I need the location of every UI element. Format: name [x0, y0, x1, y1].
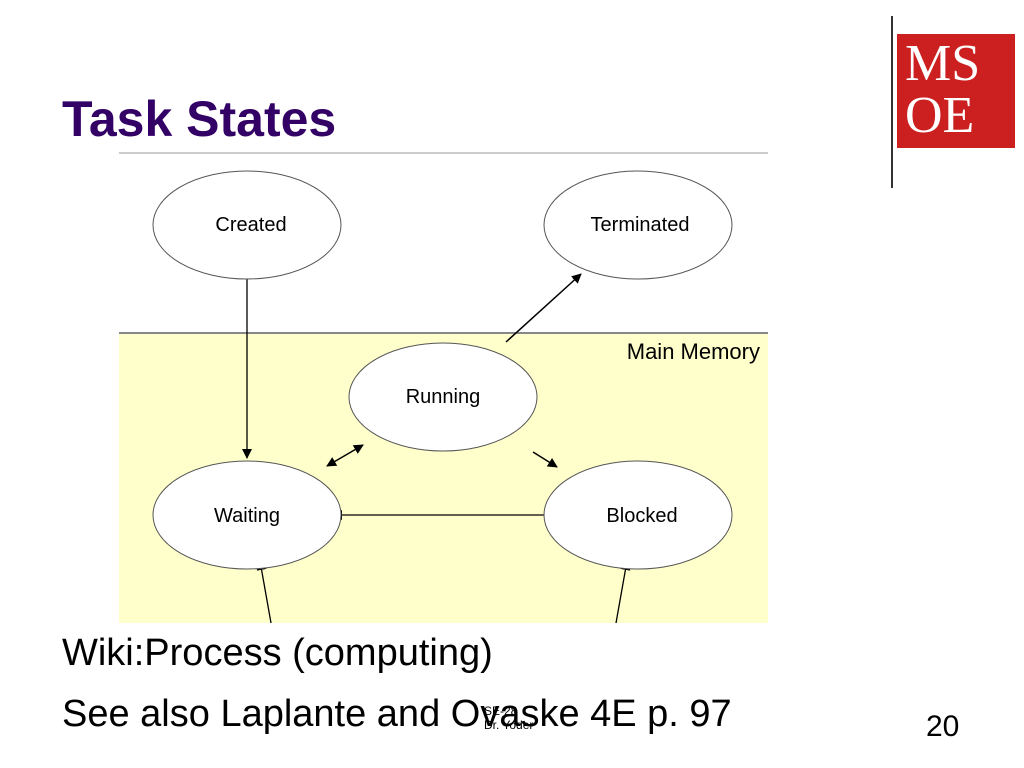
state-label: Waiting	[214, 505, 280, 527]
slide-title: Task States	[62, 91, 337, 147]
transition-running-terminated	[505, 273, 582, 343]
page-number: 20	[926, 710, 960, 743]
footer-course: SE-28	[484, 704, 518, 718]
state-created: Created	[152, 170, 342, 280]
state-waiting: Waiting	[152, 460, 342, 570]
transition-running-blocked	[532, 451, 558, 468]
footer-author: Dr. Yoder	[484, 718, 534, 732]
state-label: Running	[406, 386, 481, 408]
transition-external-waiting	[256, 560, 272, 624]
header-divider	[891, 16, 893, 188]
logo-text-bottom: OE	[905, 87, 975, 144]
state-label: Blocked	[606, 505, 677, 527]
state-label: Created	[215, 214, 286, 236]
transition-external-blocked	[615, 560, 631, 624]
slide-footer: SE-28 Dr. Yoder	[484, 704, 533, 732]
state-running: Running	[348, 342, 538, 452]
logo-text-top: MS	[905, 35, 981, 92]
state-label: Terminated	[591, 214, 690, 236]
msoe-logo: MS OE	[897, 34, 1015, 148]
state-blocked: Blocked	[543, 460, 733, 570]
main-memory-label: Main Memory	[627, 339, 760, 364]
body-line-reference: See also Laplante and Ovaske 4E p. 97	[62, 693, 732, 735]
state-terminated: Terminated	[543, 170, 733, 280]
body-line-wiki: Wiki:Process (computing)	[62, 632, 493, 674]
transition-running-waiting	[326, 444, 364, 467]
